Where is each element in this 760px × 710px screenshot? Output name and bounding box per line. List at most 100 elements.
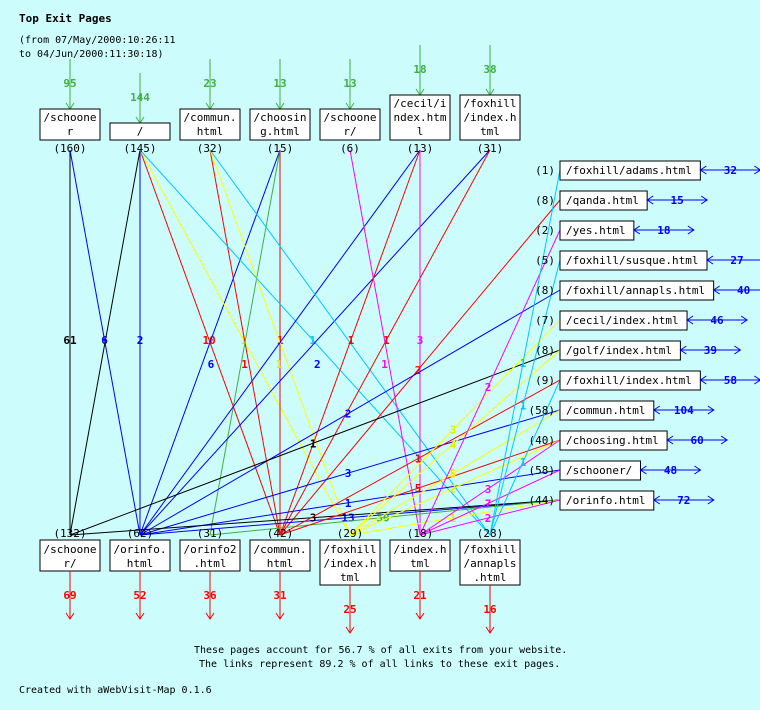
edge-label: 1 (277, 334, 284, 347)
edge-label: 4 (450, 438, 457, 451)
right-node-label: /foxhill/index.html (566, 374, 692, 387)
exit-count: 69 (63, 589, 76, 602)
edge-line (139, 149, 421, 536)
edge-label: 1 (383, 334, 390, 347)
credit-text: Created with aWebVisit-Map 0.1.6 (19, 685, 212, 696)
right-node-label: /foxhill/annapls.html (566, 284, 705, 297)
bottom-node-label: /index.h (394, 543, 447, 556)
summary-links: The links represent 89.2 % of all links … (199, 659, 561, 670)
edge-line (139, 469, 561, 536)
right-arrowhead-right-icon (707, 495, 715, 505)
edge-line (69, 499, 561, 536)
exit-arrowhead-icon (275, 612, 285, 620)
top-node-box (319, 108, 381, 141)
top-node-box (249, 108, 311, 141)
bottom-node-label: /commun. (254, 543, 307, 556)
edge-line (349, 409, 561, 536)
bottom-node-box (319, 539, 381, 586)
right-arrowhead-left-icon (632, 225, 641, 235)
exit-arrowhead-icon (205, 612, 215, 620)
right-arrowhead-right-icon (707, 405, 715, 415)
bottom-node-count: (29) (337, 527, 364, 540)
edge-label: 1 (345, 497, 352, 510)
edge-line (139, 149, 491, 536)
right-arrowhead-left-icon (686, 315, 694, 325)
right-arrowhead-right-icon (734, 345, 742, 355)
edge-label: 1 (450, 512, 457, 525)
right-node-count: (40) (529, 434, 556, 447)
bottom-node-count: (132) (53, 527, 86, 540)
right-value: 39 (704, 344, 717, 357)
right-arrowhead-right-icon (740, 315, 748, 325)
top-node-label: /schoone (44, 111, 97, 124)
top-node-label: /schoone (324, 111, 377, 124)
right-node-label: /foxhill/adams.html (566, 164, 692, 177)
entry-count: 13 (343, 77, 356, 90)
bottom-node-label: /foxhill (324, 543, 377, 556)
edge-label: 3 (417, 334, 424, 347)
right-arrowhead-right-icon (687, 225, 695, 235)
edge-line (139, 409, 561, 536)
bottom-node-box (39, 539, 101, 572)
edge-line (349, 349, 561, 536)
edge-line (279, 149, 421, 536)
right-node-label: /yes.html (566, 224, 626, 237)
right-node-count: (44) (529, 494, 556, 507)
edge-line (349, 439, 561, 536)
right-arrowhead-right-icon (720, 435, 729, 445)
edge-line (419, 499, 561, 536)
edge-line (419, 229, 561, 536)
right-arrowhead-left-icon (652, 405, 661, 415)
exit-arrowhead-icon (345, 626, 355, 634)
top-node-label: r (67, 125, 74, 138)
edge-label: 6 (101, 334, 108, 347)
top-node-count: (160) (53, 142, 86, 155)
right-value: 18 (657, 224, 670, 237)
entry-count: 144 (130, 91, 150, 104)
right-node-label: /orinfo.html (566, 494, 645, 507)
edge-label: 1 (276, 358, 283, 371)
right-value: 72 (677, 494, 690, 507)
edge-line (279, 379, 561, 536)
right-value: 60 (690, 434, 703, 447)
exit-count: 25 (343, 603, 356, 616)
top-node-box (389, 94, 451, 141)
right-arrowhead-left-icon (679, 345, 687, 355)
exit-count: 36 (203, 589, 217, 602)
entry-count: 13 (273, 77, 286, 90)
right-value: 27 (730, 254, 743, 267)
right-arrowhead-right-icon (754, 165, 760, 175)
edge-label: 1 (520, 399, 527, 412)
right-node-label: /foxhill/susque.html (566, 254, 698, 267)
top-node-box (109, 122, 171, 141)
date-range-from: (from 07/May/2000:10:26:11 (19, 35, 176, 46)
exit-count: 21 (413, 589, 427, 602)
edge-line (419, 469, 561, 536)
edge-line (489, 259, 561, 536)
edge-label: 1 (520, 357, 527, 370)
bottom-node-count: (31) (197, 527, 224, 540)
right-arrowhead-left-icon (712, 285, 720, 295)
right-node-label: /commun.html (566, 404, 645, 417)
top-node-label: g.html (260, 125, 300, 138)
edge-label: 2 (345, 408, 352, 421)
right-value: 104 (674, 404, 694, 417)
edge-label: 3 (310, 512, 317, 525)
top-node-count: (13) (407, 142, 434, 155)
bottom-node-count: (42) (267, 527, 294, 540)
right-arrowhead-left-icon (652, 495, 661, 505)
edge-label: 2 (415, 364, 422, 377)
date-range-to: to 04/Jun/2000:11:30:18) (19, 49, 164, 60)
right-node-count: (1) (535, 164, 555, 177)
entry-count: 38 (483, 63, 496, 76)
exit-count: 31 (273, 589, 287, 602)
right-value: 15 (671, 194, 684, 207)
right-arrowhead-right-icon (754, 375, 760, 385)
edge-line (139, 499, 561, 536)
right-arrowhead-left-icon (699, 165, 707, 175)
edge-label: 5 (415, 482, 422, 495)
bottom-node-box (389, 539, 451, 572)
edge-label: 3 (450, 424, 457, 437)
